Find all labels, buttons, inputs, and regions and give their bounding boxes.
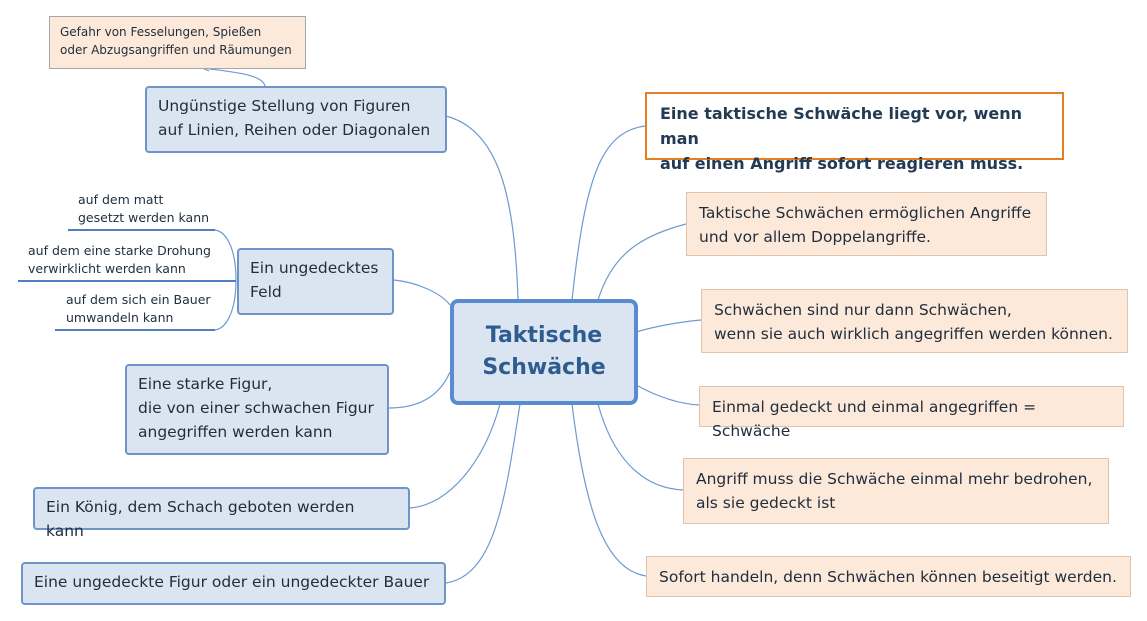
connector-left-2 (393, 279, 451, 306)
connector-field-sub-1 (214, 229, 237, 281)
connector-right-def (571, 125, 646, 301)
central-topic-title: Taktische Schwäche (482, 323, 606, 380)
connector-right-5 (571, 403, 647, 577)
left-branch-feld[interactable]: Ein ungedecktes Feld (237, 248, 394, 315)
connector-right-4 (597, 403, 684, 491)
connector-note (202, 67, 266, 87)
right-branch-sofort-handeln[interactable]: Sofort handeln, denn Schwächen können be… (646, 556, 1131, 597)
connector-right-3 (635, 384, 700, 406)
right-branch-angriff-mehr[interactable]: Angriff muss die Schwäche einmal mehr be… (683, 458, 1109, 524)
central-topic[interactable]: Taktische Schwäche (450, 299, 638, 405)
connector-right-2 (635, 319, 702, 333)
definition-box[interactable]: Eine taktische Schwäche liegt vor, wenn … (645, 92, 1064, 173)
right-branch-angriffe[interactable]: Taktische Schwächen ermöglichen Angriffe… (686, 192, 1047, 256)
right-branch-gedeckt-angegriffen[interactable]: Einmal gedeckt und einmal angegriffen = … (699, 386, 1124, 440)
field-subitem-drohung[interactable]: auf dem eine starke Drohung verwirklicht… (28, 243, 211, 276)
connector-left-1 (445, 115, 519, 301)
connector-left-5 (445, 403, 521, 584)
field-subitem-matt[interactable]: auf dem matt gesetzt werden kann (78, 192, 210, 225)
field-subitem-bauer[interactable]: auf dem sich ein Bauer umwandeln kann (66, 292, 211, 325)
left-branch-starke-figur[interactable]: Eine starke Figur, die von einer schwach… (125, 364, 389, 455)
left-branch-stellung[interactable]: Ungünstige Stellung von Figuren auf Lini… (145, 86, 447, 153)
connector-left-4 (409, 403, 501, 509)
left-branch-ungedeckte-figur[interactable]: Eine ungedeckte Figur oder ein ungedeckt… (21, 562, 446, 605)
left-branch-koenig[interactable]: Ein König, dem Schach geboten werden kan… (33, 487, 410, 540)
connector-field-sub-3 (214, 279, 237, 331)
right-branch-nur-dann[interactable]: Schwächen sind nur dann Schwächen, wenn … (701, 289, 1128, 353)
note-box[interactable]: Gefahr von Fesselungen, Spießen oder Abz… (49, 16, 306, 69)
connector-right-1 (597, 223, 687, 301)
connector-left-3 (388, 371, 451, 409)
